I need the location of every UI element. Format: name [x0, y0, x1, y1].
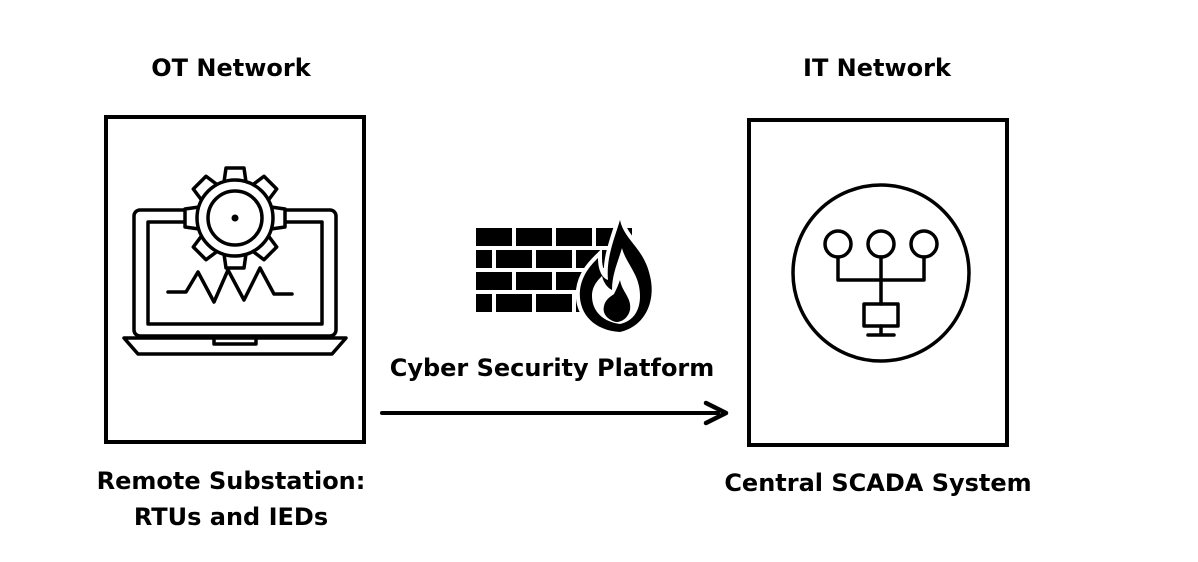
firewall-icon [476, 218, 656, 337]
network-hub-icon [791, 183, 971, 363]
it-network-heading: IT Network [803, 54, 951, 82]
it-network-caption: Central SCADA System [724, 469, 1032, 497]
ot-network-caption: Remote Substation: RTUs and IEDs [76, 463, 386, 535]
laptop-gear-icon [122, 166, 348, 356]
ot-network-heading: OT Network [151, 54, 311, 82]
cyber-security-platform-label: Cyber Security Platform [389, 354, 715, 382]
ot-caption-line2: RTUs and IEDs [133, 503, 329, 531]
ot-caption-line1: Remote Substation: [96, 467, 366, 495]
data-flow-arrow [380, 400, 729, 426]
it-network-box [747, 118, 1009, 447]
